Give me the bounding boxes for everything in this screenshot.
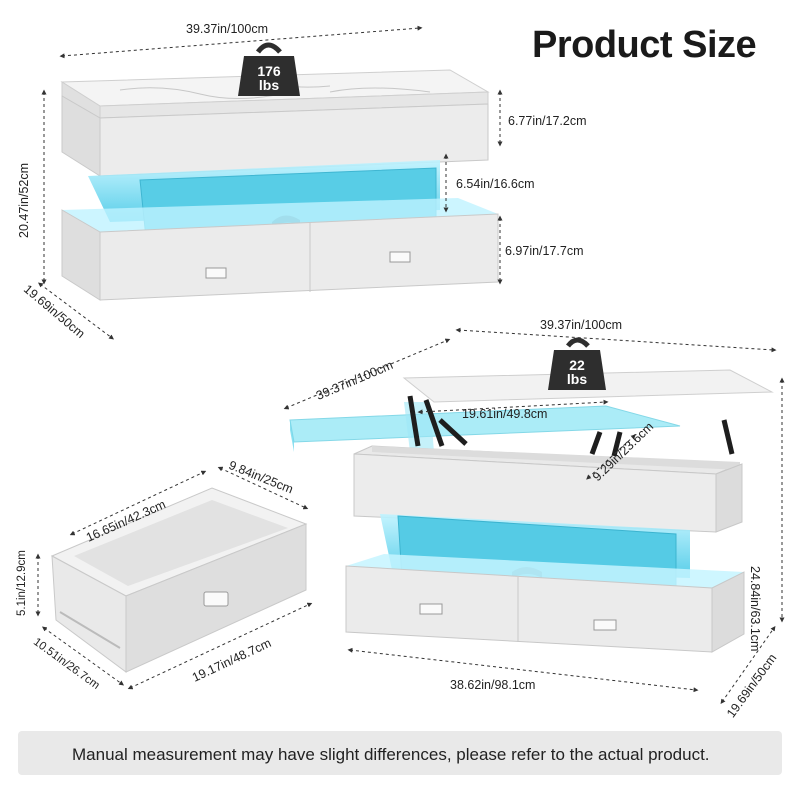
inner-width-label: 19.61in/49.8cm: [462, 407, 548, 421]
weight-value: 176 lbs: [246, 64, 292, 92]
drawer-handle-icon: [593, 619, 617, 631]
drawer-height-label: 5.1in/12.9cm: [16, 550, 28, 616]
page-title: Product Size: [532, 24, 757, 66]
weight-number: 176: [257, 63, 281, 79]
lifted-weight-unit: lbs: [566, 371, 588, 387]
notice-bar: [18, 731, 782, 775]
notice-text: Manual measurement may have slight diffe…: [72, 745, 710, 764]
closed-width-label: 39.37in/100cm: [186, 22, 269, 36]
lifted-weight-value: 22 lbs: [554, 358, 600, 386]
closed-table: [60, 42, 499, 301]
lifted-weight-number: 22: [569, 357, 585, 373]
drawer-handle-icon: [205, 267, 227, 279]
lifted-top-width-label: 39.37in/100cm: [540, 318, 623, 332]
top-box-front: [99, 103, 489, 177]
drawer-handle-icon: [203, 591, 229, 607]
lifted-height-label: 24.84in/63.1cm: [748, 566, 762, 652]
closed-height-label: 20.47in/52cm: [17, 162, 31, 238]
lifted-table: [289, 337, 774, 653]
drawer-handle-icon: [419, 603, 443, 615]
drawer-section-label: 6.97in/17.7cm: [505, 244, 584, 258]
top-section-label: 6.77in/17.2cm: [508, 114, 587, 128]
base-width-label: 38.62in/98.1cm: [450, 678, 536, 692]
weight-unit: lbs: [258, 77, 280, 93]
drawer-handle-icon: [389, 251, 411, 263]
middle-section-label: 6.54in/16.6cm: [456, 177, 535, 191]
